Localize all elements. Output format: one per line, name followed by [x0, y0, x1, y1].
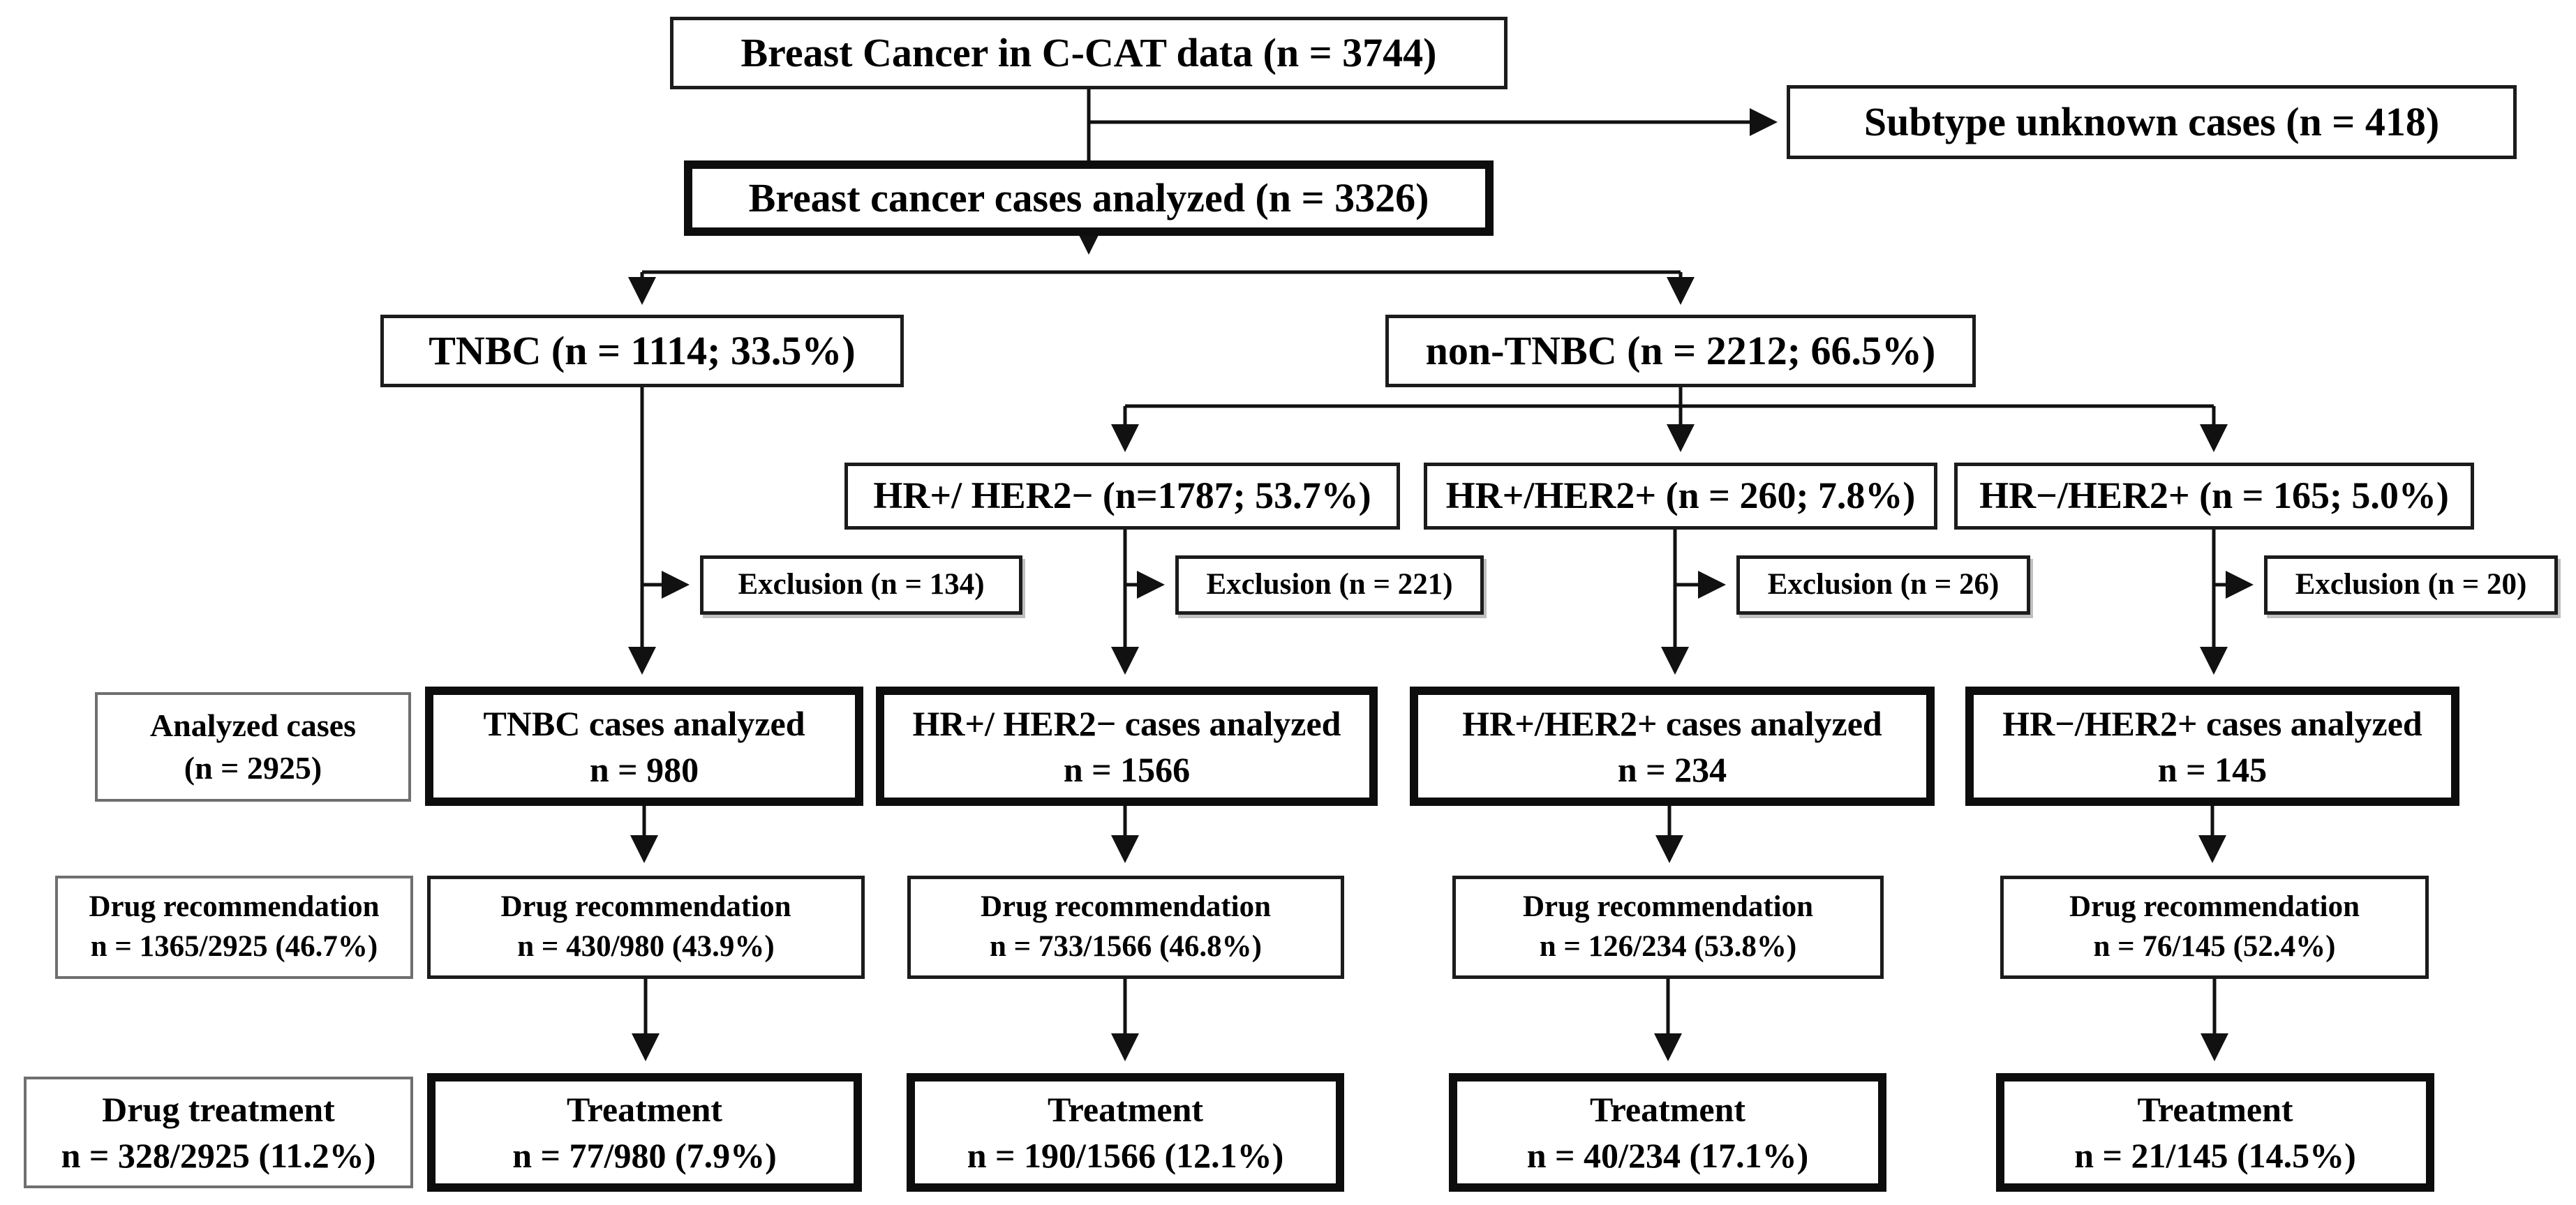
- node-drug-recommendation-hr-neg-her2-pos-line2: n = 76/145 (52.4%): [2093, 930, 2336, 963]
- node-drug-treatment-summary-line2: n = 328/2925 (11.2%): [61, 1136, 376, 1175]
- node-hr-neg-her2-pos-analyzed: HR−/HER2+ cases analyzed n = 145: [1965, 687, 2459, 806]
- node-hr-pos-her2-neg-analyzed-line2: n = 1566: [1063, 749, 1191, 789]
- node-non-tnbc: non-TNBC (n = 2212; 66.5%): [1385, 315, 1976, 387]
- node-subtype-unknown-label: Subtype unknown cases (n = 418): [1863, 98, 2440, 144]
- node-hr-pos-her2-pos-analyzed-line1: HR+/HER2+ cases analyzed: [1462, 703, 1882, 743]
- node-subtype-unknown: Subtype unknown cases (n = 418): [1787, 85, 2517, 159]
- node-hr-pos-her2-pos-analyzed-line2: n = 234: [1617, 749, 1727, 789]
- node-treatment-tnbc-line1: Treatment: [566, 1090, 723, 1129]
- node-tnbc: TNBC (n = 1114; 33.5%): [380, 315, 904, 387]
- node-tnbc-analyzed: TNBC cases analyzed n = 980: [425, 687, 863, 806]
- node-treatment-hr-pos-her2-pos-line2: n = 40/234 (17.1%): [1526, 1136, 1809, 1175]
- node-root-label: Breast Cancer in C-CAT data (n = 3744): [740, 29, 1437, 75]
- node-exclusion-hr-neg-her2-pos: Exclusion (n = 20): [2264, 555, 2558, 615]
- node-hr-pos-her2-pos: HR+/HER2+ (n = 260; 7.8%): [1424, 463, 1937, 530]
- node-treatment-hr-pos-her2-pos-line1: Treatment: [1589, 1090, 1746, 1129]
- node-exclusion-tnbc: Exclusion (n = 134): [700, 555, 1022, 615]
- node-analyzed-cases-summary: Analyzed cases (n = 2925): [95, 692, 411, 802]
- node-drug-recommendation-summary: Drug recommendation n = 1365/2925 (46.7%…: [55, 876, 413, 979]
- node-drug-recommendation-tnbc-line2: n = 430/980 (43.9%): [517, 930, 775, 963]
- node-hr-pos-her2-neg-analyzed-line1: HR+/ HER2− cases analyzed: [912, 703, 1341, 743]
- node-hr-neg-her2-pos-analyzed-line2: n = 145: [2157, 749, 2268, 789]
- node-drug-recommendation-summary-line2: n = 1365/2925 (46.7%): [90, 930, 378, 963]
- node-tnbc-analyzed-line2: n = 980: [589, 749, 699, 789]
- node-exclusion-tnbc-label: Exclusion (n = 134): [738, 568, 985, 601]
- node-treatment-hr-pos-her2-neg-line1: Treatment: [1047, 1090, 1204, 1129]
- node-cases-analyzed-label: Breast cancer cases analyzed (n = 3326): [748, 174, 1429, 220]
- node-exclusion-hr-pos-her2-neg: Exclusion (n = 221): [1175, 555, 1484, 615]
- node-cases-analyzed: Breast cancer cases analyzed (n = 3326): [684, 160, 1494, 236]
- node-treatment-hr-pos-her2-pos: Treatment n = 40/234 (17.1%): [1449, 1073, 1886, 1192]
- node-drug-recommendation-hr-neg-her2-pos-line1: Drug recommendation: [2069, 890, 2360, 924]
- node-drug-recommendation-hr-pos-her2-neg-line1: Drug recommendation: [980, 890, 1272, 924]
- node-hr-pos-her2-neg-analyzed: HR+/ HER2− cases analyzed n = 1566: [876, 687, 1378, 806]
- node-treatment-tnbc: Treatment n = 77/980 (7.9%): [427, 1073, 862, 1192]
- node-treatment-hr-neg-her2-pos-line2: n = 21/145 (14.5%): [2074, 1136, 2356, 1175]
- node-drug-recommendation-tnbc-line1: Drug recommendation: [500, 890, 791, 924]
- node-tnbc-analyzed-line1: TNBC cases analyzed: [483, 703, 805, 743]
- node-analyzed-cases-summary-line2: (n = 2925): [184, 749, 322, 786]
- node-drug-recommendation-hr-pos-her2-neg: Drug recommendation n = 733/1566 (46.8%): [907, 876, 1344, 979]
- node-drug-treatment-summary: Drug treatment n = 328/2925 (11.2%): [24, 1077, 413, 1188]
- node-treatment-hr-pos-her2-neg-line2: n = 190/1566 (12.1%): [967, 1136, 1284, 1175]
- node-hr-neg-her2-pos-label: HR−/HER2+ (n = 165; 5.0%): [1979, 474, 2449, 517]
- node-drug-recommendation-hr-neg-her2-pos: Drug recommendation n = 76/145 (52.4%): [2000, 876, 2429, 979]
- node-drug-treatment-summary-line1: Drug treatment: [102, 1090, 335, 1129]
- node-hr-neg-her2-pos: HR−/HER2+ (n = 165; 5.0%): [1954, 463, 2474, 530]
- node-hr-pos-her2-pos-analyzed: HR+/HER2+ cases analyzed n = 234: [1410, 687, 1935, 806]
- node-hr-pos-her2-pos-label: HR+/HER2+ (n = 260; 7.8%): [1445, 474, 1916, 517]
- node-drug-recommendation-summary-line1: Drug recommendation: [89, 890, 380, 924]
- node-exclusion-hr-pos-her2-neg-label: Exclusion (n = 221): [1206, 568, 1453, 601]
- node-tnbc-label: TNBC (n = 1114; 33.5%): [429, 327, 856, 373]
- node-hr-pos-her2-neg-label: HR+/ HER2− (n=1787; 53.7%): [873, 474, 1371, 517]
- node-non-tnbc-label: non-TNBC (n = 2212; 66.5%): [1425, 327, 1936, 373]
- node-exclusion-hr-neg-her2-pos-label: Exclusion (n = 20): [2295, 568, 2527, 601]
- node-exclusion-hr-pos-her2-pos: Exclusion (n = 26): [1736, 555, 2030, 615]
- node-treatment-hr-pos-her2-neg: Treatment n = 190/1566 (12.1%): [907, 1073, 1344, 1192]
- node-analyzed-cases-summary-line1: Analyzed cases: [149, 707, 357, 743]
- node-exclusion-hr-pos-her2-pos-label: Exclusion (n = 26): [1767, 568, 2000, 601]
- node-drug-recommendation-hr-pos-her2-pos-line2: n = 126/234 (53.8%): [1539, 930, 1797, 963]
- node-drug-recommendation-hr-pos-her2-pos-line1: Drug recommendation: [1522, 890, 1814, 924]
- node-drug-recommendation-tnbc: Drug recommendation n = 430/980 (43.9%): [427, 876, 865, 979]
- node-treatment-hr-neg-her2-pos: Treatment n = 21/145 (14.5%): [1996, 1073, 2434, 1192]
- node-hr-pos-her2-neg: HR+/ HER2− (n=1787; 53.7%): [844, 463, 1400, 530]
- node-drug-recommendation-hr-pos-her2-pos: Drug recommendation n = 126/234 (53.8%): [1452, 876, 1884, 979]
- node-hr-neg-her2-pos-analyzed-line1: HR−/HER2+ cases analyzed: [2002, 703, 2422, 743]
- node-treatment-hr-neg-her2-pos-line1: Treatment: [2137, 1090, 2293, 1129]
- node-drug-recommendation-hr-pos-her2-neg-line2: n = 733/1566 (46.8%): [989, 930, 1262, 963]
- node-root-ccat-data: Breast Cancer in C-CAT data (n = 3744): [670, 17, 1507, 89]
- node-treatment-tnbc-line2: n = 77/980 (7.9%): [512, 1136, 777, 1175]
